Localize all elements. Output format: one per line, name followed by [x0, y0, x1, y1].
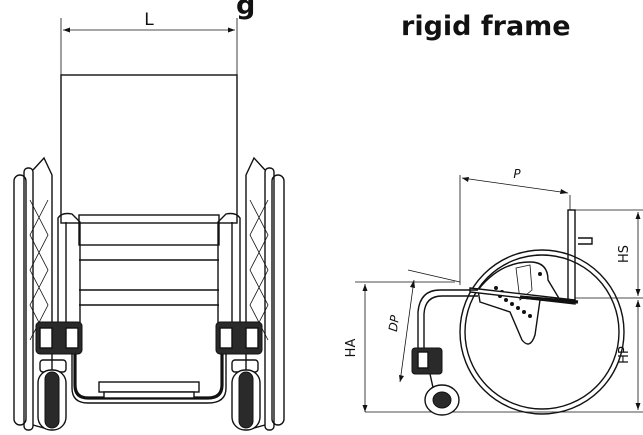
left-rear-wheel [13, 156, 53, 431]
title-rigid-frame: rigid frame [401, 11, 571, 42]
depth-dimension: P [459, 167, 571, 285]
backrest [60, 74, 238, 224]
seat-depth-label: DP [386, 314, 402, 333]
left-frame-tube [57, 212, 227, 404]
depth-label: P [513, 167, 521, 181]
side-front-tube [417, 289, 478, 350]
seat-height-dimension: HP [617, 300, 641, 410]
width-label: L [144, 10, 154, 30]
front-casters [37, 359, 261, 431]
seat-depth-dimension: DP [386, 269, 461, 383]
seat-height-label: HP [617, 346, 632, 364]
right-rear-wheel [245, 156, 285, 431]
side-rear-wheel [459, 249, 625, 415]
backrest-height-dimension: HS [617, 212, 641, 296]
side-view: P HS HP [344, 167, 643, 416]
backrest-height-label: HS [617, 245, 632, 263]
width-dimension: L [60, 10, 238, 75]
footplate [98, 381, 200, 399]
armrest-height-label: HA [344, 339, 359, 358]
title-partial: g [236, 0, 256, 21]
side-caster [411, 347, 460, 416]
armrest-height-dimension: HA [344, 281, 455, 412]
front-view: L [13, 10, 285, 431]
seat-frame [78, 214, 220, 306]
front-clamps [35, 321, 263, 355]
side-frame-plate [477, 261, 562, 345]
